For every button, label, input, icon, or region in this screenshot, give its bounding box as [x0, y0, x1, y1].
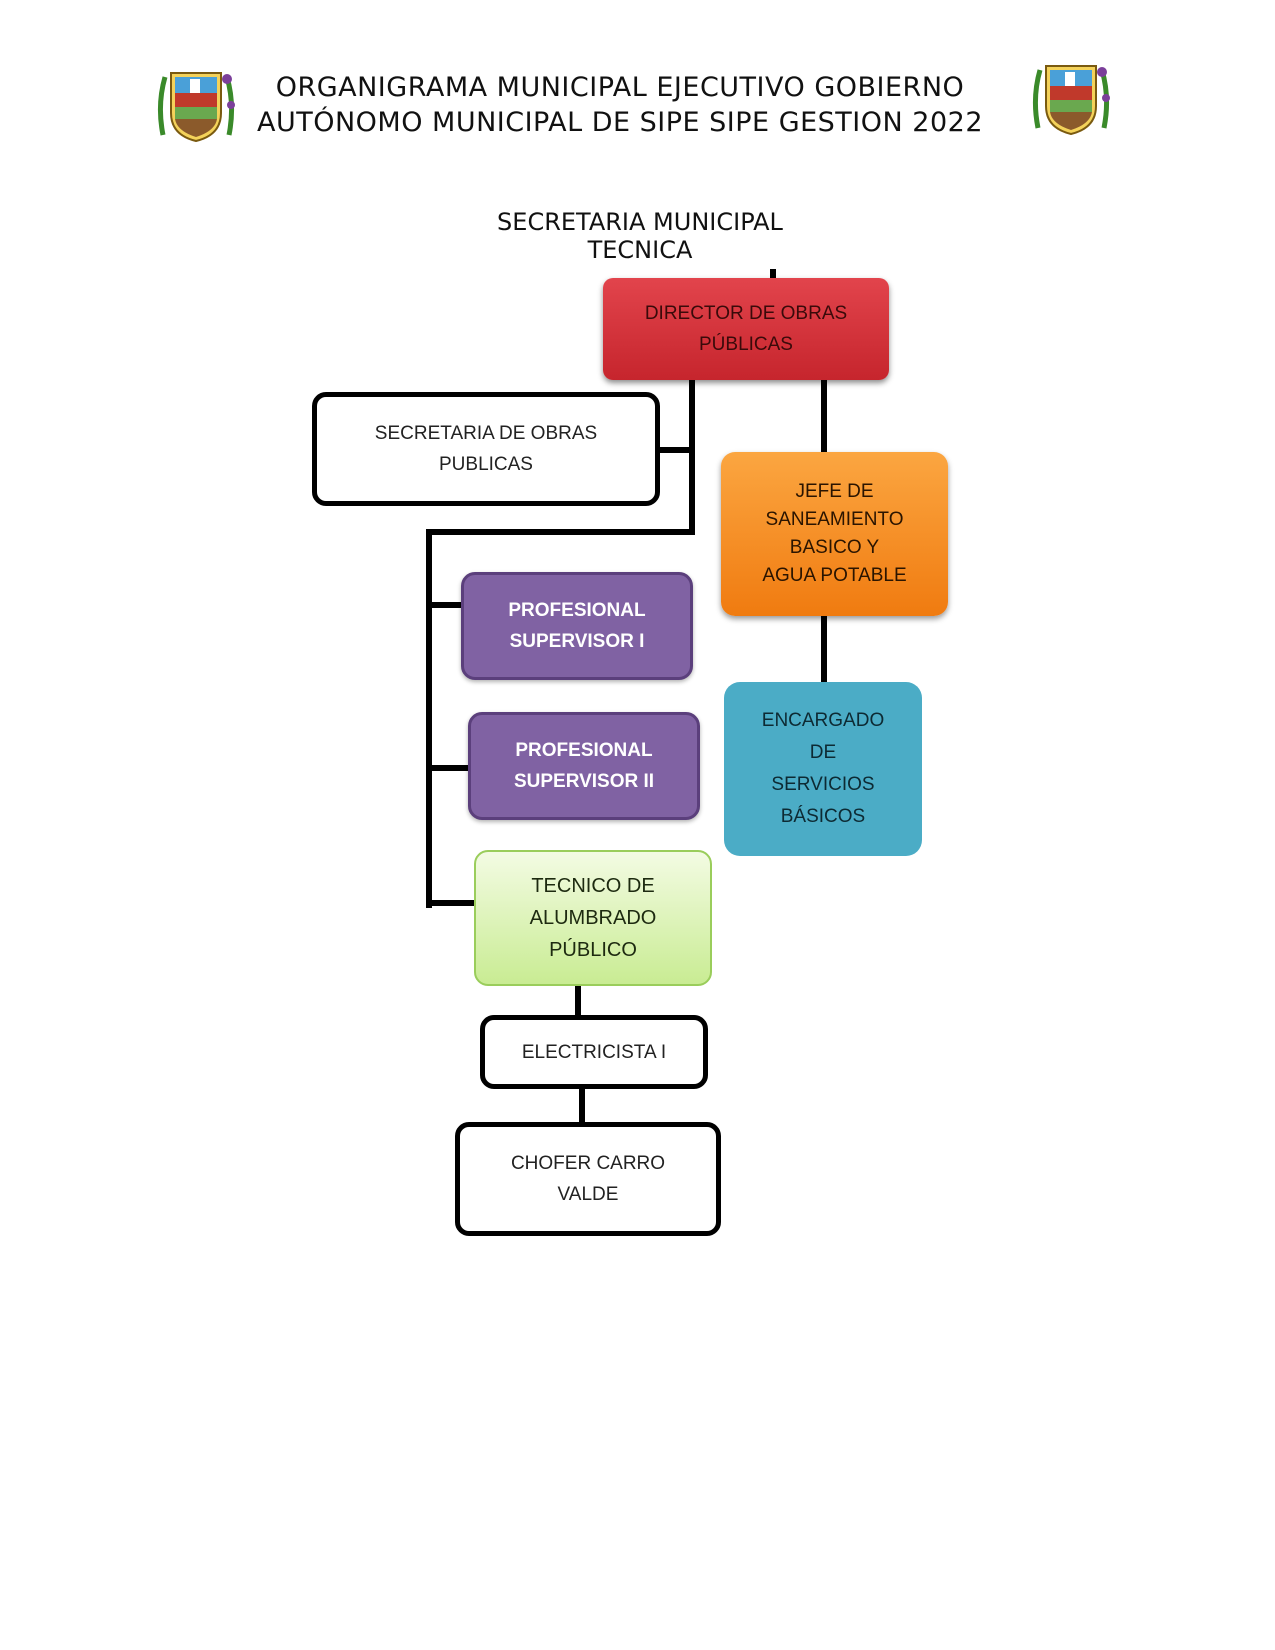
node-label: ENCARGADO DE SERVICIOS BÁSICOS: [761, 710, 885, 827]
municipal-coat-of-arms-icon: [157, 72, 235, 143]
parent-unit-line-2: TECNICA: [587, 236, 693, 264]
node-label: ELECTRICISTA I: [521, 1041, 667, 1063]
node-electricista: ELECTRICISTA I: [480, 1015, 708, 1089]
node-label: TECNICO DE ALUMBRADO PÚBLICO: [529, 875, 657, 961]
title-line-1: ORGANIGRAMA MUNICIPAL EJECUTIVO GOBIERNO: [275, 72, 965, 103]
node-label: JEFE DE SANEAMIENTO BASICO Y AGUA POTABL…: [762, 481, 907, 586]
node-profesional-supervisor-2: PROFESIONAL SUPERVISOR II: [468, 712, 700, 820]
title-line-2: AUTÓNOMO MUNICIPAL DE SIPE SIPE GESTION …: [256, 107, 984, 138]
parent-unit-label: SECRETARIA MUNICIPAL TECNICA: [420, 208, 860, 264]
node-secretaria-obras-publicas: SECRETARIA DE OBRAS PUBLICAS: [312, 392, 660, 506]
page-title: ORGANIGRAMA MUNICIPAL EJECUTIVO GOBIERNO…: [230, 70, 1010, 140]
node-label: DIRECTOR DE OBRAS PÚBLICAS: [644, 303, 848, 355]
node-label: CHOFER CARRO VALDE: [510, 1153, 666, 1205]
node-label: PROFESIONAL SUPERVISOR II: [513, 740, 655, 792]
node-label: SECRETARIA DE OBRAS PUBLICAS: [374, 423, 598, 475]
municipal-coat-of-arms-icon: [1032, 65, 1110, 136]
node-director-obras-publicas: DIRECTOR DE OBRAS PÚBLICAS: [603, 278, 889, 380]
node-label: PROFESIONAL SUPERVISOR I: [508, 600, 646, 652]
node-jefe-saneamiento: JEFE DE SANEAMIENTO BASICO Y AGUA POTABL…: [721, 452, 948, 616]
node-encargado-servicios-basicos: ENCARGADO DE SERVICIOS BÁSICOS: [724, 682, 922, 856]
node-chofer-carro-valde: CHOFER CARRO VALDE: [455, 1122, 721, 1236]
parent-unit-line-1: SECRETARIA MUNICIPAL: [497, 208, 783, 236]
node-tecnico-alumbrado-publico: TECNICO DE ALUMBRADO PÚBLICO: [474, 850, 712, 986]
node-profesional-supervisor-1: PROFESIONAL SUPERVISOR I: [461, 572, 693, 680]
